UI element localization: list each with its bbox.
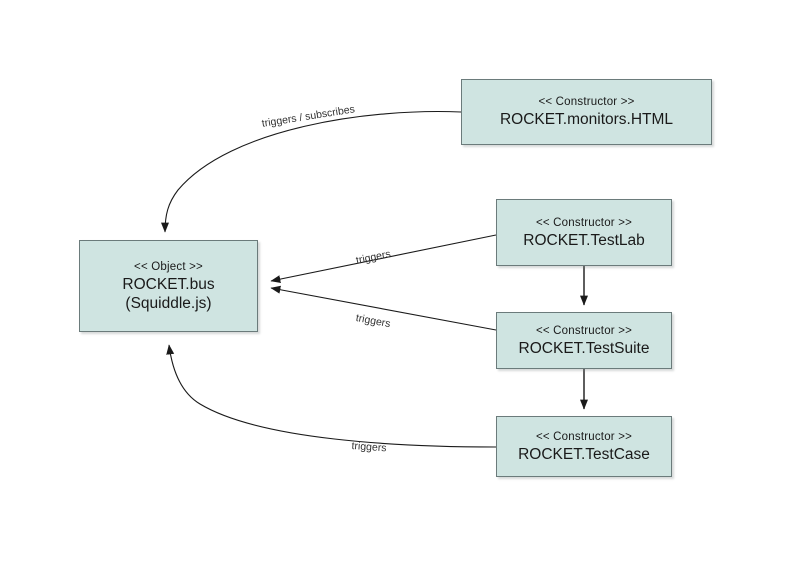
node-testlab[interactable]: << Constructor >> ROCKET.TestLab	[496, 199, 672, 266]
node-subtitle: (Squiddle.js)	[125, 294, 212, 312]
edge-testsuite-to-bus	[270, 285, 497, 331]
node-title: ROCKET.TestLab	[523, 231, 645, 249]
edge-testlab-to-bus	[270, 234, 497, 284]
node-testcase[interactable]: << Constructor >> ROCKET.TestCase	[496, 416, 672, 477]
node-title: ROCKET.monitors.HTML	[499, 111, 674, 128]
node-title: ROCKET.bus	[122, 275, 215, 293]
node-title: ROCKET.TestCase	[518, 445, 650, 463]
node-title: ROCKET.TestSuite	[518, 339, 650, 357]
node-stereotype: << Constructor >>	[538, 96, 635, 108]
node-stereotype: << Constructor >>	[535, 216, 633, 229]
node-bus[interactable]: << Object >> ROCKET.bus (Squiddle.js)	[79, 240, 258, 332]
edge-label-testcase-to-bus: triggers	[351, 440, 387, 455]
node-stereotype: << Object >>	[134, 260, 203, 273]
edge-html-to-bus	[161, 111, 462, 233]
node-monitors-html[interactable]: << Constructor >> ROCKET.monitors.HTML	[461, 79, 712, 145]
node-stereotype: << Constructor >>	[535, 324, 633, 337]
node-testsuite[interactable]: << Constructor >> ROCKET.TestSuite	[496, 312, 672, 369]
node-stereotype: << Constructor >>	[535, 430, 633, 443]
edge-testcase-to-bus	[166, 344, 497, 448]
